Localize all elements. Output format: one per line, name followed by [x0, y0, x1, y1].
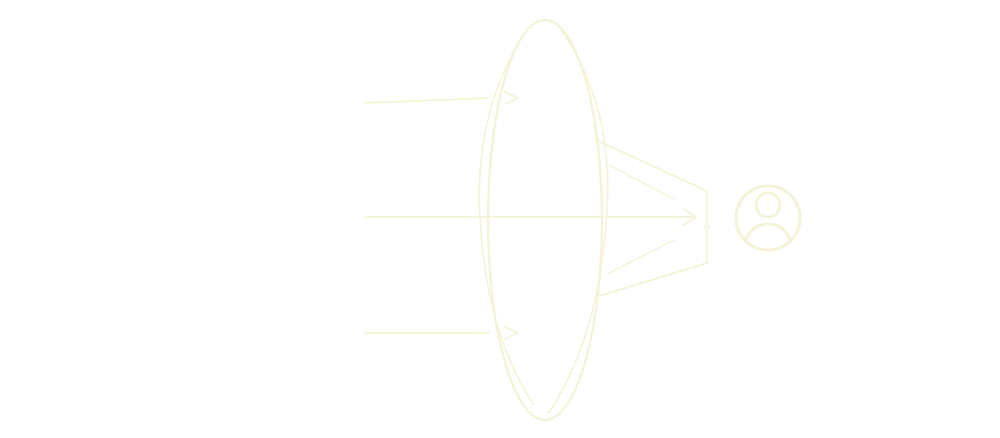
funnel-top-edge — [595, 139, 708, 192]
bottom-arrow-head-icon — [504, 326, 519, 340]
inner-right-curve — [547, 27, 609, 415]
top-arrow-head-icon — [504, 91, 519, 105]
funnel-inner-lower — [608, 239, 675, 274]
inner-left-curve — [478, 39, 534, 405]
middle-arrow-icon — [683, 208, 697, 226]
outer-oval — [486, 18, 604, 422]
top-input-label — [20, 77, 347, 135]
funnel-bottom-edge — [595, 262, 708, 298]
output-label — [819, 205, 979, 237]
person-icon — [734, 184, 802, 252]
input-line-top — [364, 97, 490, 104]
funnel-tip-node — [703, 224, 710, 231]
funnel-inner-upper — [608, 164, 675, 200]
middle-input-label — [40, 190, 347, 248]
bottom-input-label — [58, 303, 347, 361]
